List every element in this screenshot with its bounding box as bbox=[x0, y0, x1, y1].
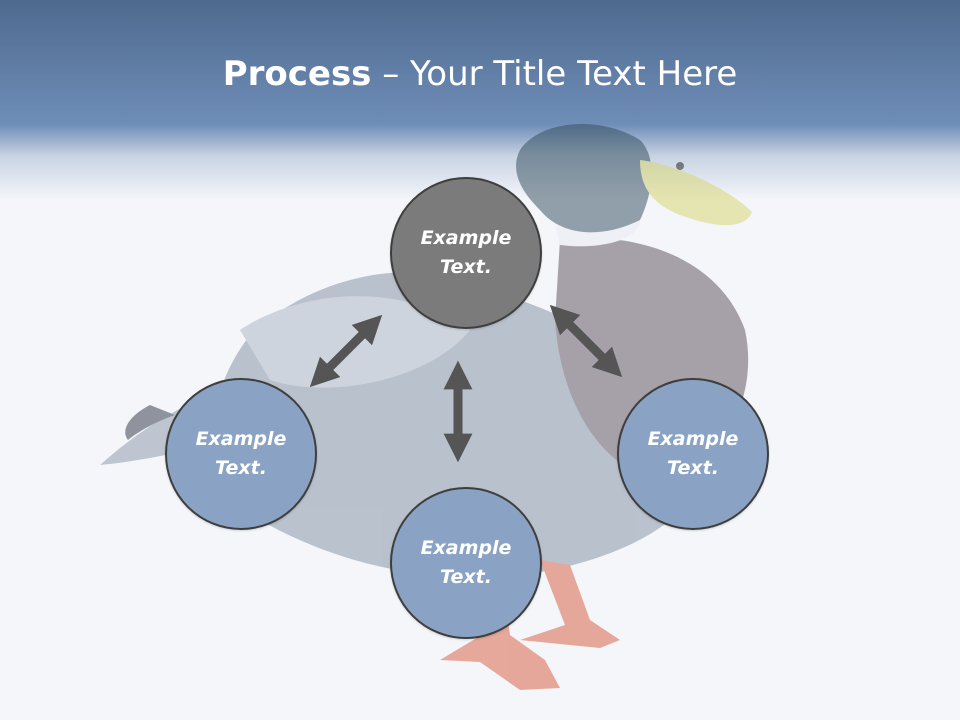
process-node-right: Example Text. bbox=[617, 378, 769, 530]
node-right-label: Example Text. bbox=[647, 428, 739, 479]
arrow-left bbox=[309, 314, 383, 388]
title-banner bbox=[0, 0, 960, 200]
arrow-right bbox=[549, 304, 623, 378]
node-bottom-label: Example Text. bbox=[420, 537, 512, 588]
node-top-label: Example Text. bbox=[420, 227, 512, 278]
title-bold: Process bbox=[222, 54, 372, 94]
node-left-label: Example Text. bbox=[195, 428, 287, 479]
process-node-top: Example Text. bbox=[390, 177, 542, 329]
process-node-bottom: Example Text. bbox=[390, 487, 542, 639]
page-title: Process – Your Title Text Here bbox=[0, 52, 960, 96]
process-node-left: Example Text. bbox=[165, 378, 317, 530]
title-rest: – Your Title Text Here bbox=[371, 54, 738, 94]
